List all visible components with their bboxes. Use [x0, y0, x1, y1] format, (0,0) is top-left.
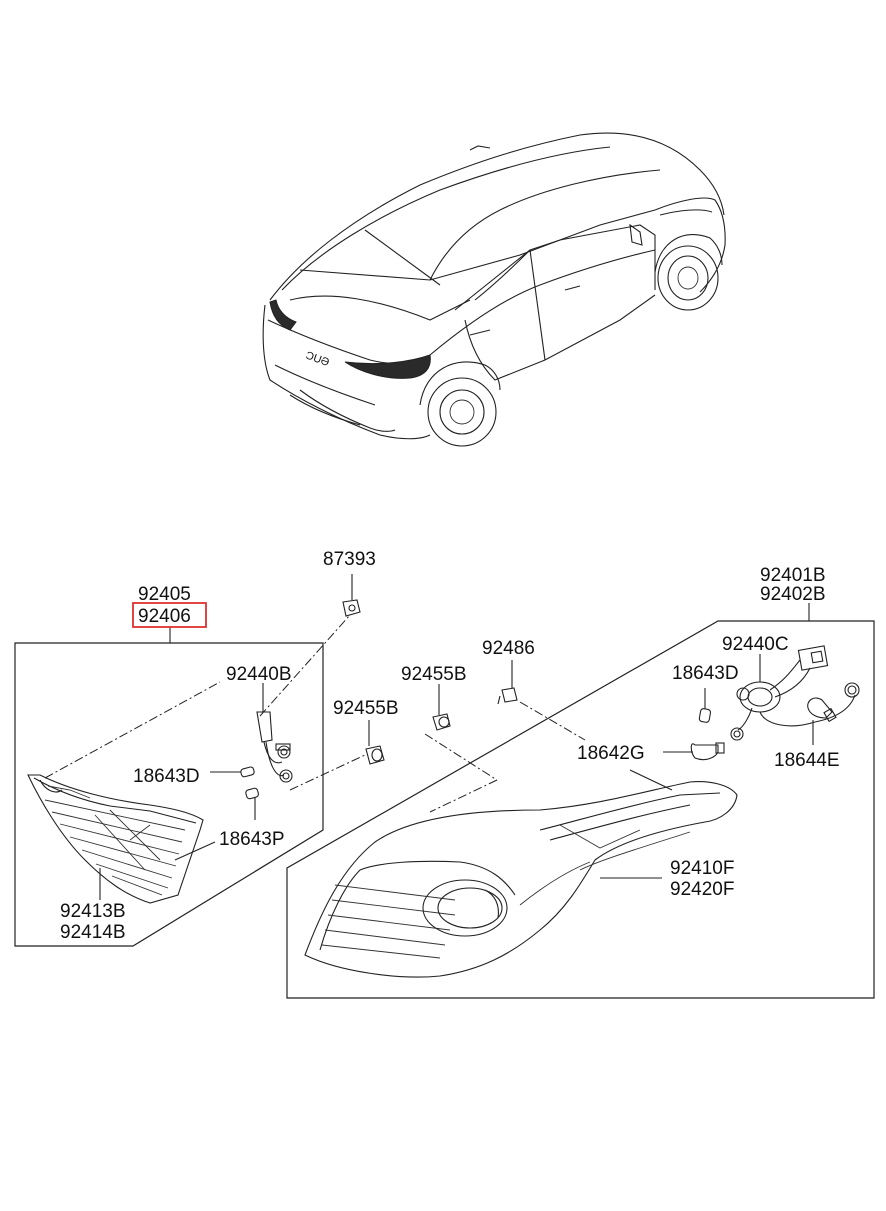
label-92420F[interactable]: 92420F [670, 879, 734, 900]
nut-92455B-lower [365, 720, 385, 765]
outer-lamp-drawing [304, 781, 738, 978]
label-92405[interactable]: 92405 [138, 584, 191, 605]
bulb-18643D-left [240, 766, 255, 778]
label-18643D-right[interactable]: 18643D [672, 663, 739, 684]
outer-lamp-group [286, 603, 875, 999]
label-92440B[interactable]: 92440B [226, 664, 292, 685]
clip-92486 [497, 660, 518, 705]
outer-lamp-frame [286, 620, 875, 999]
label-18644E[interactable]: 18644E [774, 750, 840, 771]
label-18643D-left[interactable]: 18643D [133, 766, 200, 787]
bulb-18643D-right [698, 708, 712, 723]
label-92486[interactable]: 92486 [482, 638, 535, 659]
svg-text:ƆUƏ: ƆUƏ [304, 350, 331, 370]
car-illustration: ƆUƏ [262, 132, 726, 447]
label-92455B-upper[interactable]: 92455B [401, 664, 467, 685]
label-87393[interactable]: 87393 [323, 549, 376, 570]
label-92410F[interactable]: 92410F [670, 858, 734, 879]
inner-lamp-group [14, 614, 366, 947]
label-18643P[interactable]: 18643P [219, 829, 285, 850]
bulb-18642G [690, 742, 725, 761]
label-18642G[interactable]: 18642G [577, 743, 645, 764]
label-92455B-lower[interactable]: 92455B [333, 698, 399, 719]
socket-harness-92440B [256, 711, 293, 783]
label-92401B[interactable]: 92401B [760, 565, 826, 586]
bulb-18643P [245, 787, 259, 800]
label-92413B[interactable]: 92413B [60, 901, 126, 922]
nut-92455B-upper [432, 684, 451, 731]
label-92414B[interactable]: 92414B [60, 922, 126, 943]
inner-lamp-frame [14, 642, 324, 947]
highlight-box-92406 [132, 602, 207, 628]
bulb-18644E [807, 697, 837, 723]
grommet-87393 [342, 574, 361, 617]
socket-harness-92440C [730, 645, 860, 741]
inner-lamp-drawing [27, 774, 204, 904]
part-labels: 87393 92405 92406 92401B 92402B 92486 92… [60, 549, 840, 943]
label-92440C[interactable]: 92440C [722, 634, 789, 655]
label-92406[interactable]: 92406 [138, 606, 191, 627]
label-92402B[interactable]: 92402B [760, 584, 826, 605]
